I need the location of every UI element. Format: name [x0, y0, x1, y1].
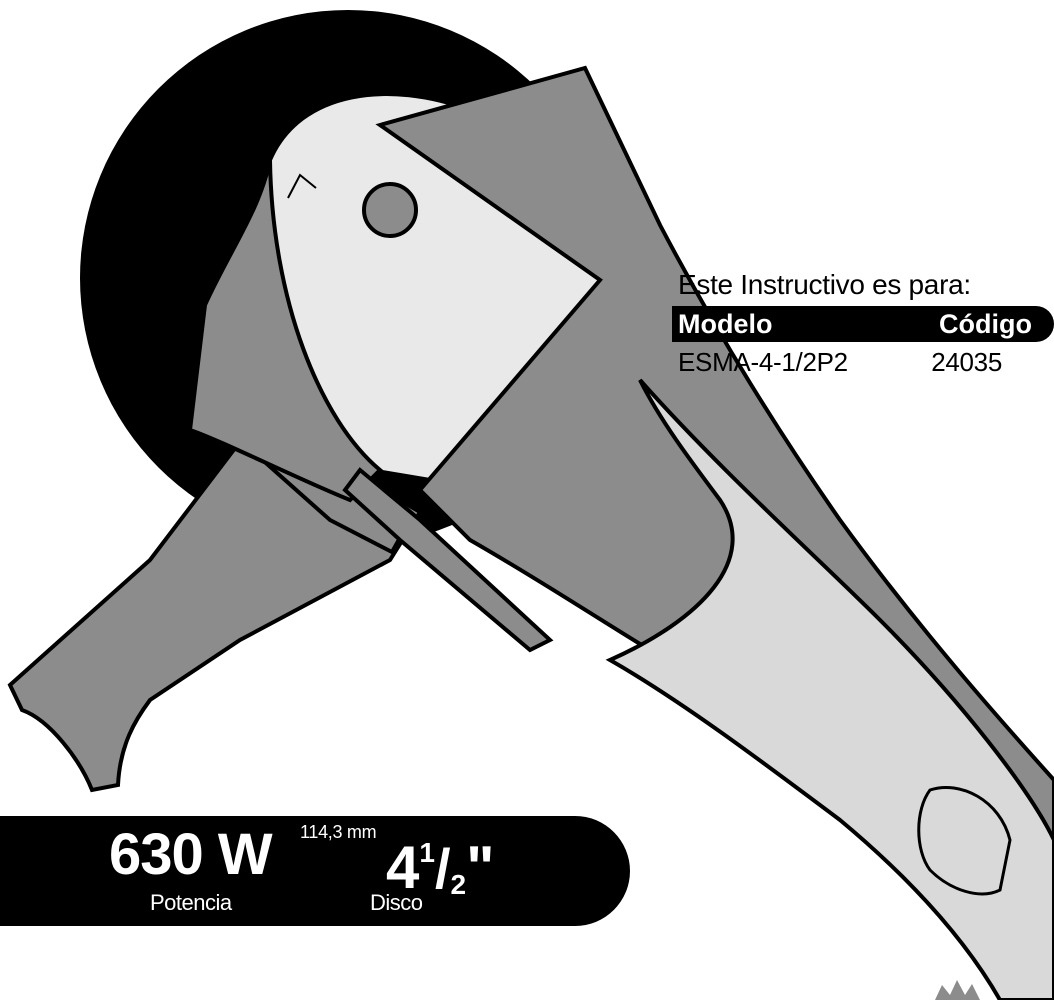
header-model: Modelo [678, 308, 773, 339]
info-table-header: Modelo Código [672, 306, 1054, 342]
code-value: 24035 [931, 347, 1002, 377]
power-label: Potencia [150, 890, 232, 915]
disc-numerator: 1 [419, 837, 435, 868]
switch-window [917, 785, 1012, 896]
disc-slash: / [434, 837, 451, 900]
info-table-row: ESMA-4-1/2P2 24035 [672, 342, 1054, 382]
disc-denominator: 2 [450, 869, 467, 900]
disc-label: Disco [370, 890, 423, 915]
rotation-arrow [287, 173, 317, 199]
power-value: 630 W [109, 822, 273, 887]
header-code: Código [939, 308, 1032, 339]
spindle-lock-button [362, 182, 418, 238]
disc-inch-mark: " [466, 834, 495, 901]
body-highlight [605, 378, 1054, 1000]
instructions-title: Este Instructivo es para: [678, 269, 971, 300]
disc-whole: 4 [386, 834, 420, 901]
model-value: ESMA-4-1/2P2 [678, 347, 848, 377]
starburst-icon [935, 980, 980, 1000]
disc-size-value: 41/2" [386, 818, 495, 920]
disc-flange [342, 467, 554, 653]
spec-bar: 630 W Potencia 114,3 mm 41/2" Disco [0, 816, 630, 926]
disc-mm-value: 114,3 mm [300, 822, 377, 842]
product-info-block: Este Instructivo es para: Modelo Código … [672, 268, 1054, 382]
disc-guard [187, 159, 383, 503]
